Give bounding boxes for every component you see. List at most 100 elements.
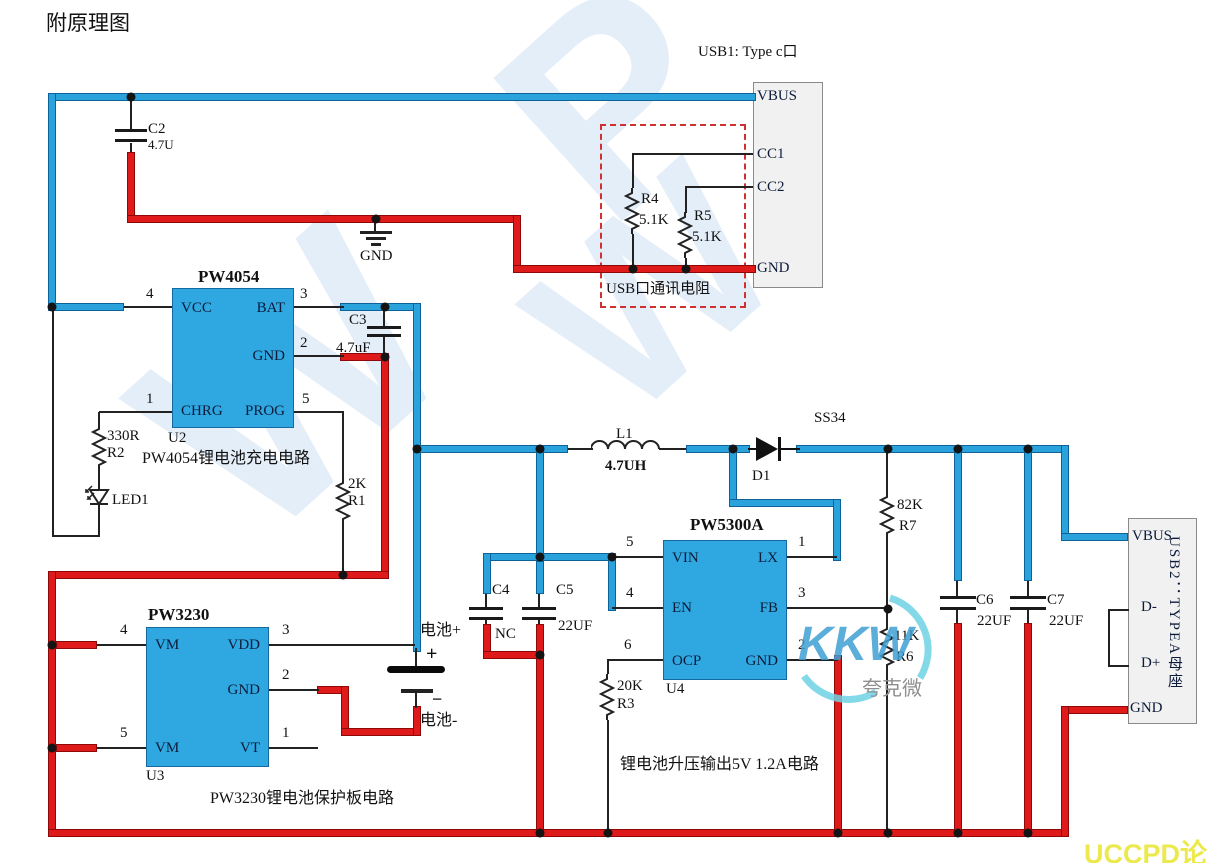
usb2-pin-dplus: D+ [1141,655,1161,671]
gnd-pin-lead [292,355,344,357]
r4-ref: R4 [641,191,659,207]
c2-lead [130,101,132,129]
pw5300a-ref: U4 [666,681,685,697]
r2-value: 330R [107,428,140,444]
r4-lead [632,153,634,188]
r7-ref: R7 [899,518,917,534]
pw5300a-pin3-number: 3 [798,585,806,601]
led-feed-lead [52,535,100,537]
led1-diode [85,484,110,517]
pw3230-pin1-number: 1 [282,725,290,741]
c5-value: 22UF [558,618,593,634]
vt-pin-lead [267,747,318,749]
vin-pin-lead [612,556,663,558]
pw5300a-pin-fb: FB [759,600,778,616]
pw4054-ref: U2 [168,430,187,446]
wire-vbus-top [48,93,756,101]
wire-vin-drop [536,445,544,563]
pw3230-pin-vm2: VM [155,740,180,756]
l1-lead [568,448,593,450]
wire-c7-gnd [1024,623,1032,837]
r3-resistor [599,674,615,720]
c7-ref: C7 [1047,592,1065,608]
pw5300a-pin-gnd: GND [745,653,779,669]
usb1-title: USB1: Type c口 [698,44,798,60]
c6-lead [956,610,958,623]
gnd-symbol-label: GND [360,248,393,264]
wire-c7-stub [1024,449,1032,581]
c3-lead [383,337,385,353]
c2-plate [115,129,147,132]
c5-lead [538,620,540,624]
pw3230-ref: U3 [146,768,165,784]
junction-dot [380,302,390,312]
page-title: 附原理图 [46,11,130,35]
c2-value: 4.7U [148,137,174,152]
junction-dot [412,444,422,454]
usb2-connector [1128,518,1197,724]
pw3230-pin-vm1: VM [155,637,180,653]
junction-dot [681,264,691,274]
vm5-pin-lead [97,747,146,749]
wire-c2-gnd [127,152,135,223]
wire-lx-hook [729,445,737,507]
c2-plate [115,139,147,142]
kkw-logo-subtext: 夸克微 [862,678,922,700]
c7-lead [1027,581,1029,596]
cc-resistor-dashed-box [600,124,746,308]
r4-value: 5.1K [639,212,669,228]
pw3230-pin-vt: VT [240,740,260,756]
c2-ref: C2 [148,121,166,137]
pw3230-pin-gnd: GND [227,682,261,698]
r5-lead [685,186,687,213]
vcc-pin-lead [124,306,172,308]
c3-plate [367,326,401,329]
junction-dot [883,444,893,454]
junction-dot [1023,444,1033,454]
r7-value: 82K [897,497,923,513]
cc-resistor-box-label: USB口通讯电阻 [606,281,711,297]
led-feed-lead [52,311,54,537]
r5-ref: R5 [694,208,712,224]
battery-plus-sign: + [426,643,438,665]
d1-part: SS34 [814,410,846,426]
kkw-logo-text: KKW [798,618,916,671]
usb2-d-bracket [1108,609,1110,667]
battery-minus-label: 电池- [420,712,458,729]
r2-ref: R2 [107,445,125,461]
r5-value: 5.1K [692,229,722,245]
r3-lead [607,720,609,829]
wire-gnd-c3-vertical [381,353,389,579]
pw4054-pin-chrg: CHRG [181,403,223,419]
pw4054-pin2-number: 2 [300,335,308,351]
junction-dot [338,570,348,580]
junction-dot [535,650,545,660]
junction-dot [535,552,545,562]
l1-lead [659,448,686,450]
usb2-d-bracket [1108,609,1129,611]
c2-lead [130,143,132,152]
r7-resistor [879,492,895,538]
r5-resistor [677,212,693,258]
usb1-pin-vbus: VBUS [757,88,798,104]
junction-dot [953,828,963,838]
junction-dot [535,444,545,454]
c6-ref: C6 [976,592,994,608]
pw4054-pin1-number: 1 [146,391,154,407]
c7-lead [1027,610,1029,623]
pw4054-pin5-number: 5 [302,391,310,407]
c5-plate [522,607,556,610]
wire-vbus2-drop [1061,445,1069,541]
led-lead [98,516,100,536]
c4-plate [469,607,503,610]
c4-lead [485,620,487,624]
c4-plate [469,617,503,620]
junction-dot [47,743,57,753]
r4-lead [632,234,634,265]
junction-dot [603,828,613,838]
led1-ref: LED1 [112,492,149,508]
r7-lead [886,453,888,493]
r6-ref: R6 [896,649,914,665]
junction-dot [47,302,57,312]
